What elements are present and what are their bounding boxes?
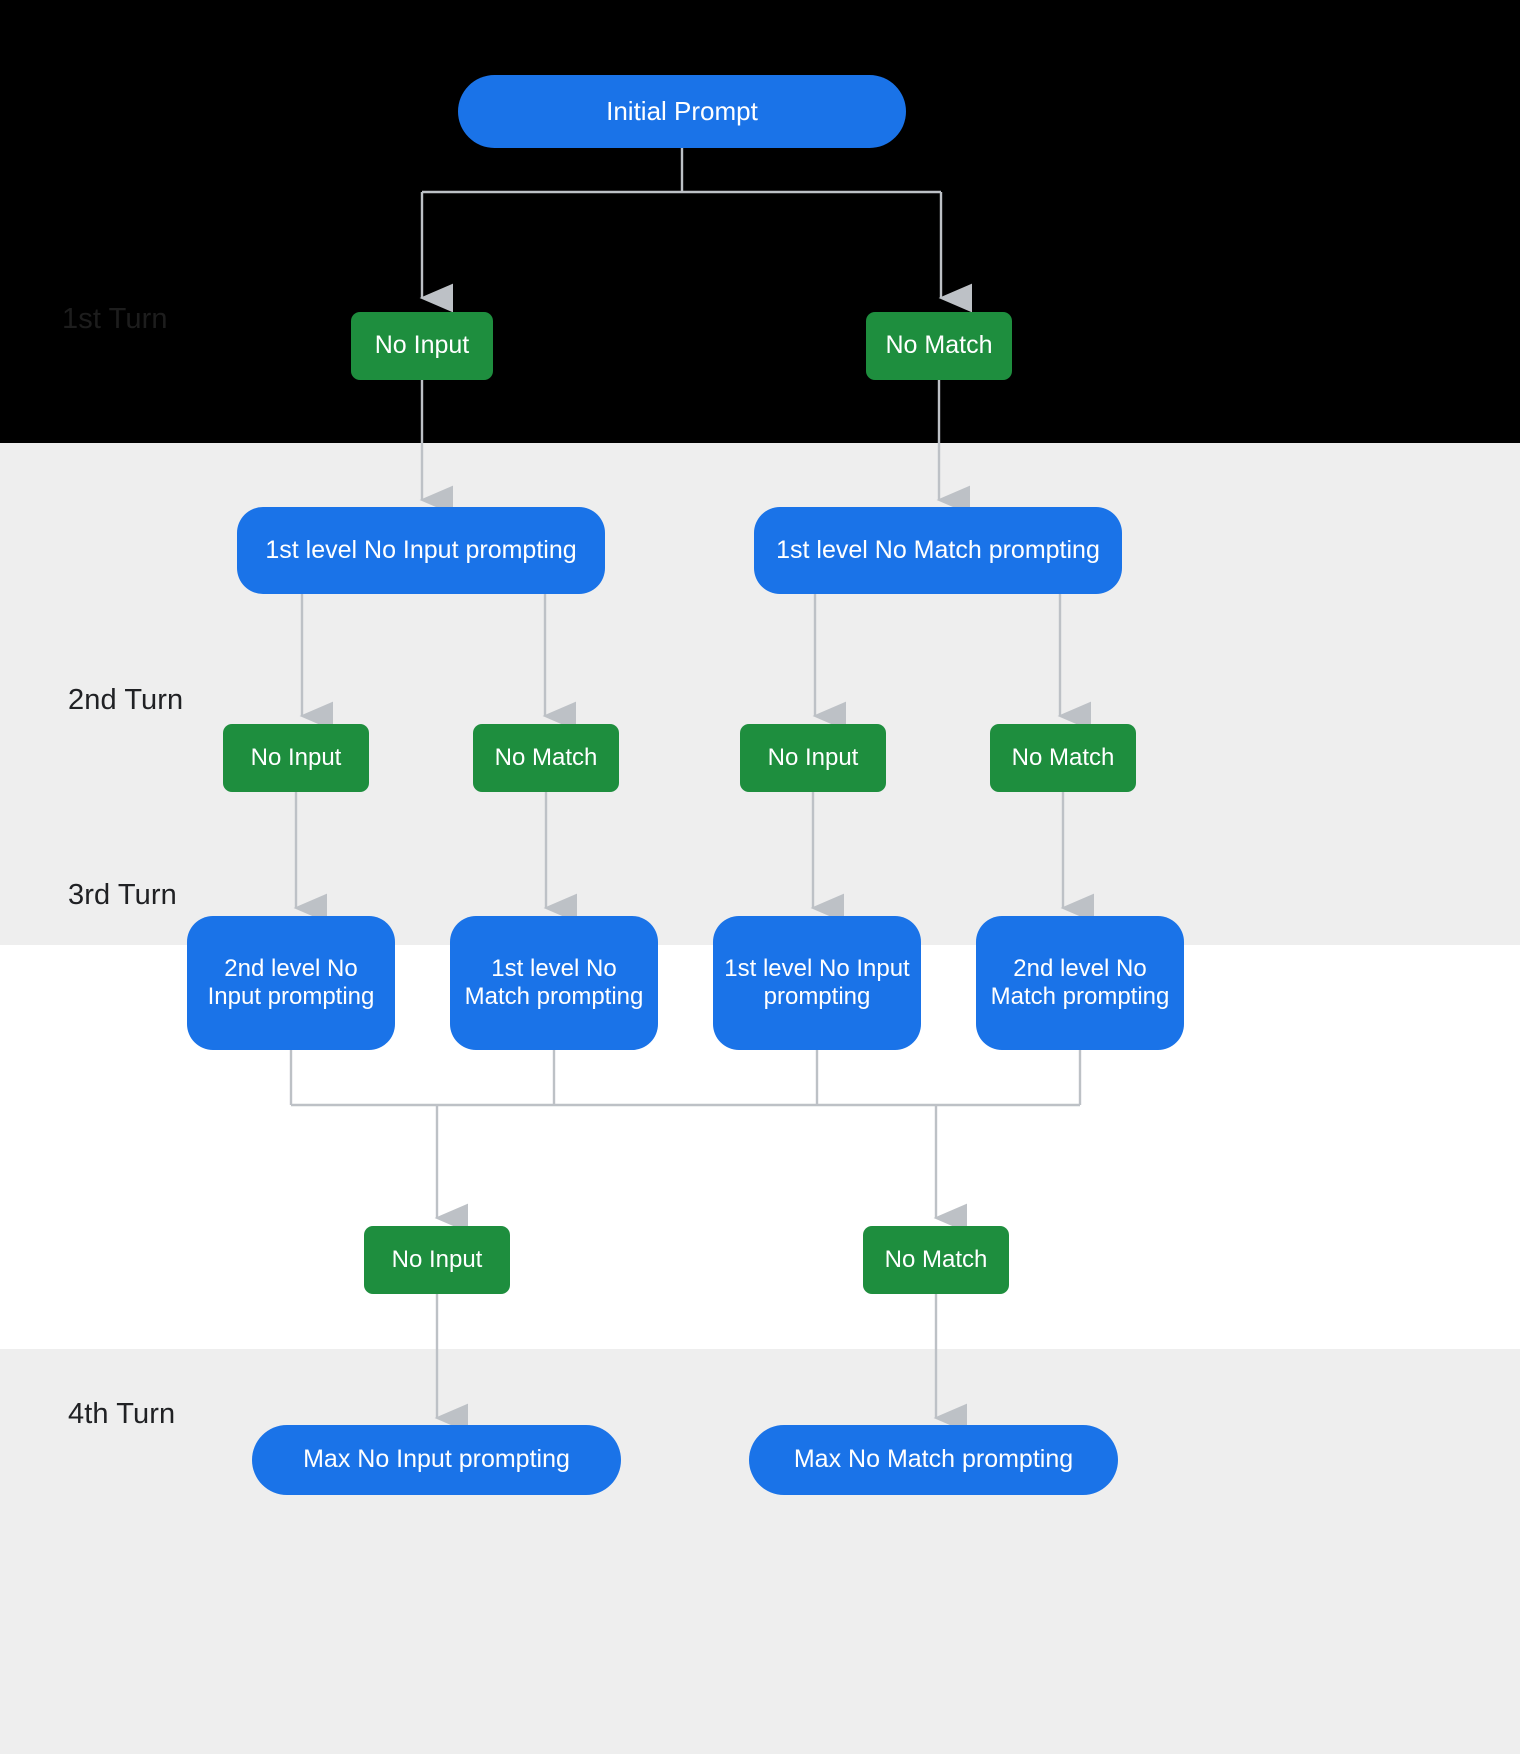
- node-turn4-max-no-input-prompting[interactable]: Max No Input prompting: [252, 1425, 621, 1495]
- node-turn1-no-match-label: No Match: [885, 331, 993, 360]
- node-turn3-no-match[interactable]: No Match: [863, 1226, 1009, 1294]
- node-turn3-second-level-no-input-prompting-label: 2nd level No Input prompting: [207, 954, 375, 1010]
- node-turn2-no-input-b-label: No Input: [767, 743, 859, 771]
- node-turn1-no-match[interactable]: No Match: [866, 312, 1012, 380]
- node-turn4-max-no-match-prompting-label: Max No Match prompting: [793, 1445, 1074, 1474]
- turn-label-4th: 4th Turn: [68, 1398, 176, 1430]
- node-turn1-no-input-label: No Input: [374, 331, 470, 360]
- node-turn2-first-level-no-input-prompting-label: 1st level No Input prompting: [265, 535, 577, 564]
- node-turn3-first-level-no-match-prompting[interactable]: 1st level No Match prompting: [450, 916, 658, 1050]
- node-turn3-first-level-no-input-prompting-label: 1st level No Input prompting: [724, 954, 910, 1010]
- node-turn3-second-level-no-match-prompting-label: 2nd level No Match prompting: [990, 954, 1170, 1010]
- turn-band-1st: [0, 0, 1520, 443]
- node-turn3-no-match-label: No Match: [884, 1245, 988, 1273]
- node-turn4-max-no-input-prompting-label: Max No Input prompting: [303, 1445, 570, 1474]
- node-turn3-second-level-no-input-prompting[interactable]: 2nd level No Input prompting: [187, 916, 395, 1050]
- node-turn2-first-level-no-match-prompting[interactable]: 1st level No Match prompting: [754, 507, 1122, 594]
- node-turn2-no-input-b[interactable]: No Input: [740, 724, 886, 792]
- turn-label-2nd: 2nd Turn: [68, 684, 184, 716]
- turn-band-4th: [0, 1349, 1520, 1754]
- node-turn2-no-match-a[interactable]: No Match: [473, 724, 619, 792]
- turn-label-3rd: 3rd Turn: [68, 879, 177, 911]
- node-turn2-no-input-a[interactable]: No Input: [223, 724, 369, 792]
- node-turn3-no-input[interactable]: No Input: [364, 1226, 510, 1294]
- node-turn2-no-match-b[interactable]: No Match: [990, 724, 1136, 792]
- node-turn2-first-level-no-match-prompting-label: 1st level No Match prompting: [776, 535, 1100, 564]
- node-turn3-second-level-no-match-prompting[interactable]: 2nd level No Match prompting: [976, 916, 1184, 1050]
- turn-label-1st: 1st Turn: [62, 303, 168, 335]
- node-turn3-no-input-label: No Input: [391, 1245, 483, 1273]
- node-initial-prompt[interactable]: Initial Prompt: [458, 75, 906, 148]
- node-turn2-first-level-no-input-prompting[interactable]: 1st level No Input prompting: [237, 507, 605, 594]
- node-initial-prompt-label: Initial Prompt: [606, 96, 758, 127]
- node-turn2-no-match-b-label: No Match: [1011, 743, 1115, 771]
- node-turn2-no-input-a-label: No Input: [250, 743, 342, 771]
- node-turn2-no-match-a-label: No Match: [494, 743, 598, 771]
- node-turn4-max-no-match-prompting[interactable]: Max No Match prompting: [749, 1425, 1118, 1495]
- node-turn3-first-level-no-match-prompting-label: 1st level No Match prompting: [464, 954, 644, 1010]
- node-turn3-first-level-no-input-prompting[interactable]: 1st level No Input prompting: [713, 916, 921, 1050]
- node-turn1-no-input[interactable]: No Input: [351, 312, 493, 380]
